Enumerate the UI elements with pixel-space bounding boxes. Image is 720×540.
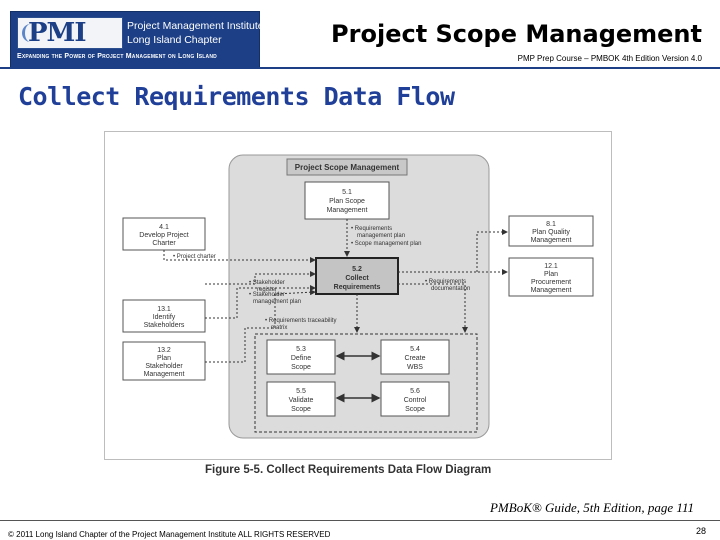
- svg-text:• Requirements: • Requirements: [425, 279, 466, 285]
- process-5-6: 5.6 Control Scope: [380, 381, 450, 417]
- footer-divider: [0, 520, 720, 521]
- svg-text:management plan: management plan: [357, 233, 405, 239]
- svg-text:Develop Project: Develop Project: [139, 232, 188, 239]
- svg-text:12.1: 12.1: [544, 263, 558, 270]
- process-5-1: 5.1 Plan Scope Management: [304, 181, 390, 220]
- process-8-1: 8.1 Plan Quality Management: [508, 215, 594, 247]
- svg-text:Control: Control: [404, 397, 427, 404]
- svg-text:5.5: 5.5: [296, 388, 306, 395]
- data-flow-diagram: Project Scope Management 5.1 Plan Scope …: [104, 131, 612, 460]
- logo-org-name: Project Management Institute: [127, 20, 264, 32]
- slide-title: Collect Requirements Data Flow: [18, 82, 455, 111]
- svg-text:Charter: Charter: [152, 240, 176, 247]
- svg-text:Identify: Identify: [153, 314, 176, 321]
- svg-text:matrix: matrix: [271, 325, 287, 331]
- deck-title: Project Scope Management: [331, 20, 702, 48]
- process-5-5: 5.5 Validate Scope: [266, 381, 336, 417]
- svg-text:Management: Management: [327, 207, 368, 214]
- svg-text:Management: Management: [144, 371, 185, 378]
- process-12-1: 12.1 Plan Procurement Management: [508, 257, 594, 297]
- swoosh-icon: [22, 24, 39, 42]
- svg-text:Plan: Plan: [157, 355, 171, 362]
- source-reference: PMBoK® Guide, 5th Edition, page 111: [489, 500, 694, 515]
- page-number: 28: [695, 526, 706, 536]
- svg-text:Collect: Collect: [345, 275, 369, 282]
- svg-text:• Scope management plan: • Scope management plan: [351, 241, 421, 247]
- copyright-notice: © 2011 Long Island Chapter of the Projec…: [8, 530, 331, 539]
- pmi-logo: PMI Project Management Institute Long Is…: [10, 11, 264, 69]
- flow-labels: • Requirements management plan • Scope m…: [173, 226, 470, 331]
- pmi-logo-mark: PMI: [17, 17, 123, 49]
- process-4-1: 4.1 Develop Project Charter: [122, 217, 206, 251]
- downstream-region: [254, 333, 478, 433]
- svg-text:• Stakeholder: • Stakeholder: [249, 292, 285, 298]
- svg-text:Scope: Scope: [291, 406, 311, 413]
- svg-text:WBS: WBS: [407, 364, 423, 371]
- svg-text:Scope: Scope: [405, 406, 425, 413]
- svg-text:Plan Scope: Plan Scope: [329, 198, 365, 205]
- svg-text:• Requirements traceability: • Requirements traceability: [265, 318, 336, 324]
- svg-text:5.2: 5.2: [352, 266, 362, 273]
- container-title-bar: [286, 158, 408, 176]
- process-13-1: 13.1 Identify Stakeholders: [122, 299, 206, 333]
- svg-text:5.1: 5.1: [342, 189, 352, 196]
- svg-text:5.6: 5.6: [410, 388, 420, 395]
- svg-text:• Stakeholder: • Stakeholder: [249, 280, 285, 286]
- flow-arrows: [163, 219, 508, 363]
- svg-text:Create: Create: [404, 355, 425, 362]
- process-13-2: 13.2 Plan Stakeholder Management: [122, 341, 206, 381]
- svg-text:5.4: 5.4: [410, 346, 420, 353]
- svg-text:Validate: Validate: [289, 397, 314, 404]
- diagram-canvas: Project Scope Management 5.1 Plan Scope …: [122, 154, 594, 439]
- svg-text:• Requirements: • Requirements: [351, 226, 392, 232]
- svg-text:13.2: 13.2: [157, 347, 171, 354]
- svg-text:13.1: 13.1: [157, 306, 171, 313]
- svg-text:• Project charter: • Project charter: [173, 254, 216, 260]
- svg-text:documentation: documentation: [431, 286, 470, 292]
- logo-chapter-name: Long Island Chapter: [127, 34, 222, 46]
- header-divider: [0, 67, 720, 69]
- svg-text:4.1: 4.1: [159, 224, 169, 231]
- svg-text:Management: Management: [531, 287, 572, 294]
- svg-text:Plan: Plan: [544, 271, 558, 278]
- deck-subtitle: PMP Prep Course – PMBOK 4th Edition Vers…: [517, 54, 702, 63]
- container-title: Project Scope Management: [295, 163, 400, 172]
- logo-mark-text: PMI: [28, 18, 86, 48]
- process-5-4: 5.4 Create WBS: [380, 339, 450, 375]
- svg-text:Requirements: Requirements: [334, 284, 381, 291]
- svg-text:register: register: [257, 287, 277, 293]
- svg-text:Define: Define: [291, 355, 311, 362]
- figure-caption: Figure 5-5. Collect Requirements Data Fl…: [205, 464, 492, 476]
- svg-text:Stakeholders: Stakeholders: [144, 322, 185, 329]
- svg-text:management plan: management plan: [253, 299, 301, 305]
- svg-text:Plan Quality: Plan Quality: [532, 229, 570, 236]
- svg-text:Scope: Scope: [291, 364, 311, 371]
- svg-text:5.3: 5.3: [296, 346, 306, 353]
- svg-text:Stakeholder: Stakeholder: [145, 363, 183, 370]
- svg-text:8.1: 8.1: [546, 221, 556, 228]
- svg-text:Procurement: Procurement: [531, 279, 571, 286]
- process-5-2: 5.2 Collect Requirements: [315, 257, 399, 295]
- logo-tagline: Expanding the Power of Project Managemen…: [17, 53, 217, 60]
- svg-text:Management: Management: [531, 237, 572, 244]
- process-5-3: 5.3 Define Scope: [266, 339, 336, 375]
